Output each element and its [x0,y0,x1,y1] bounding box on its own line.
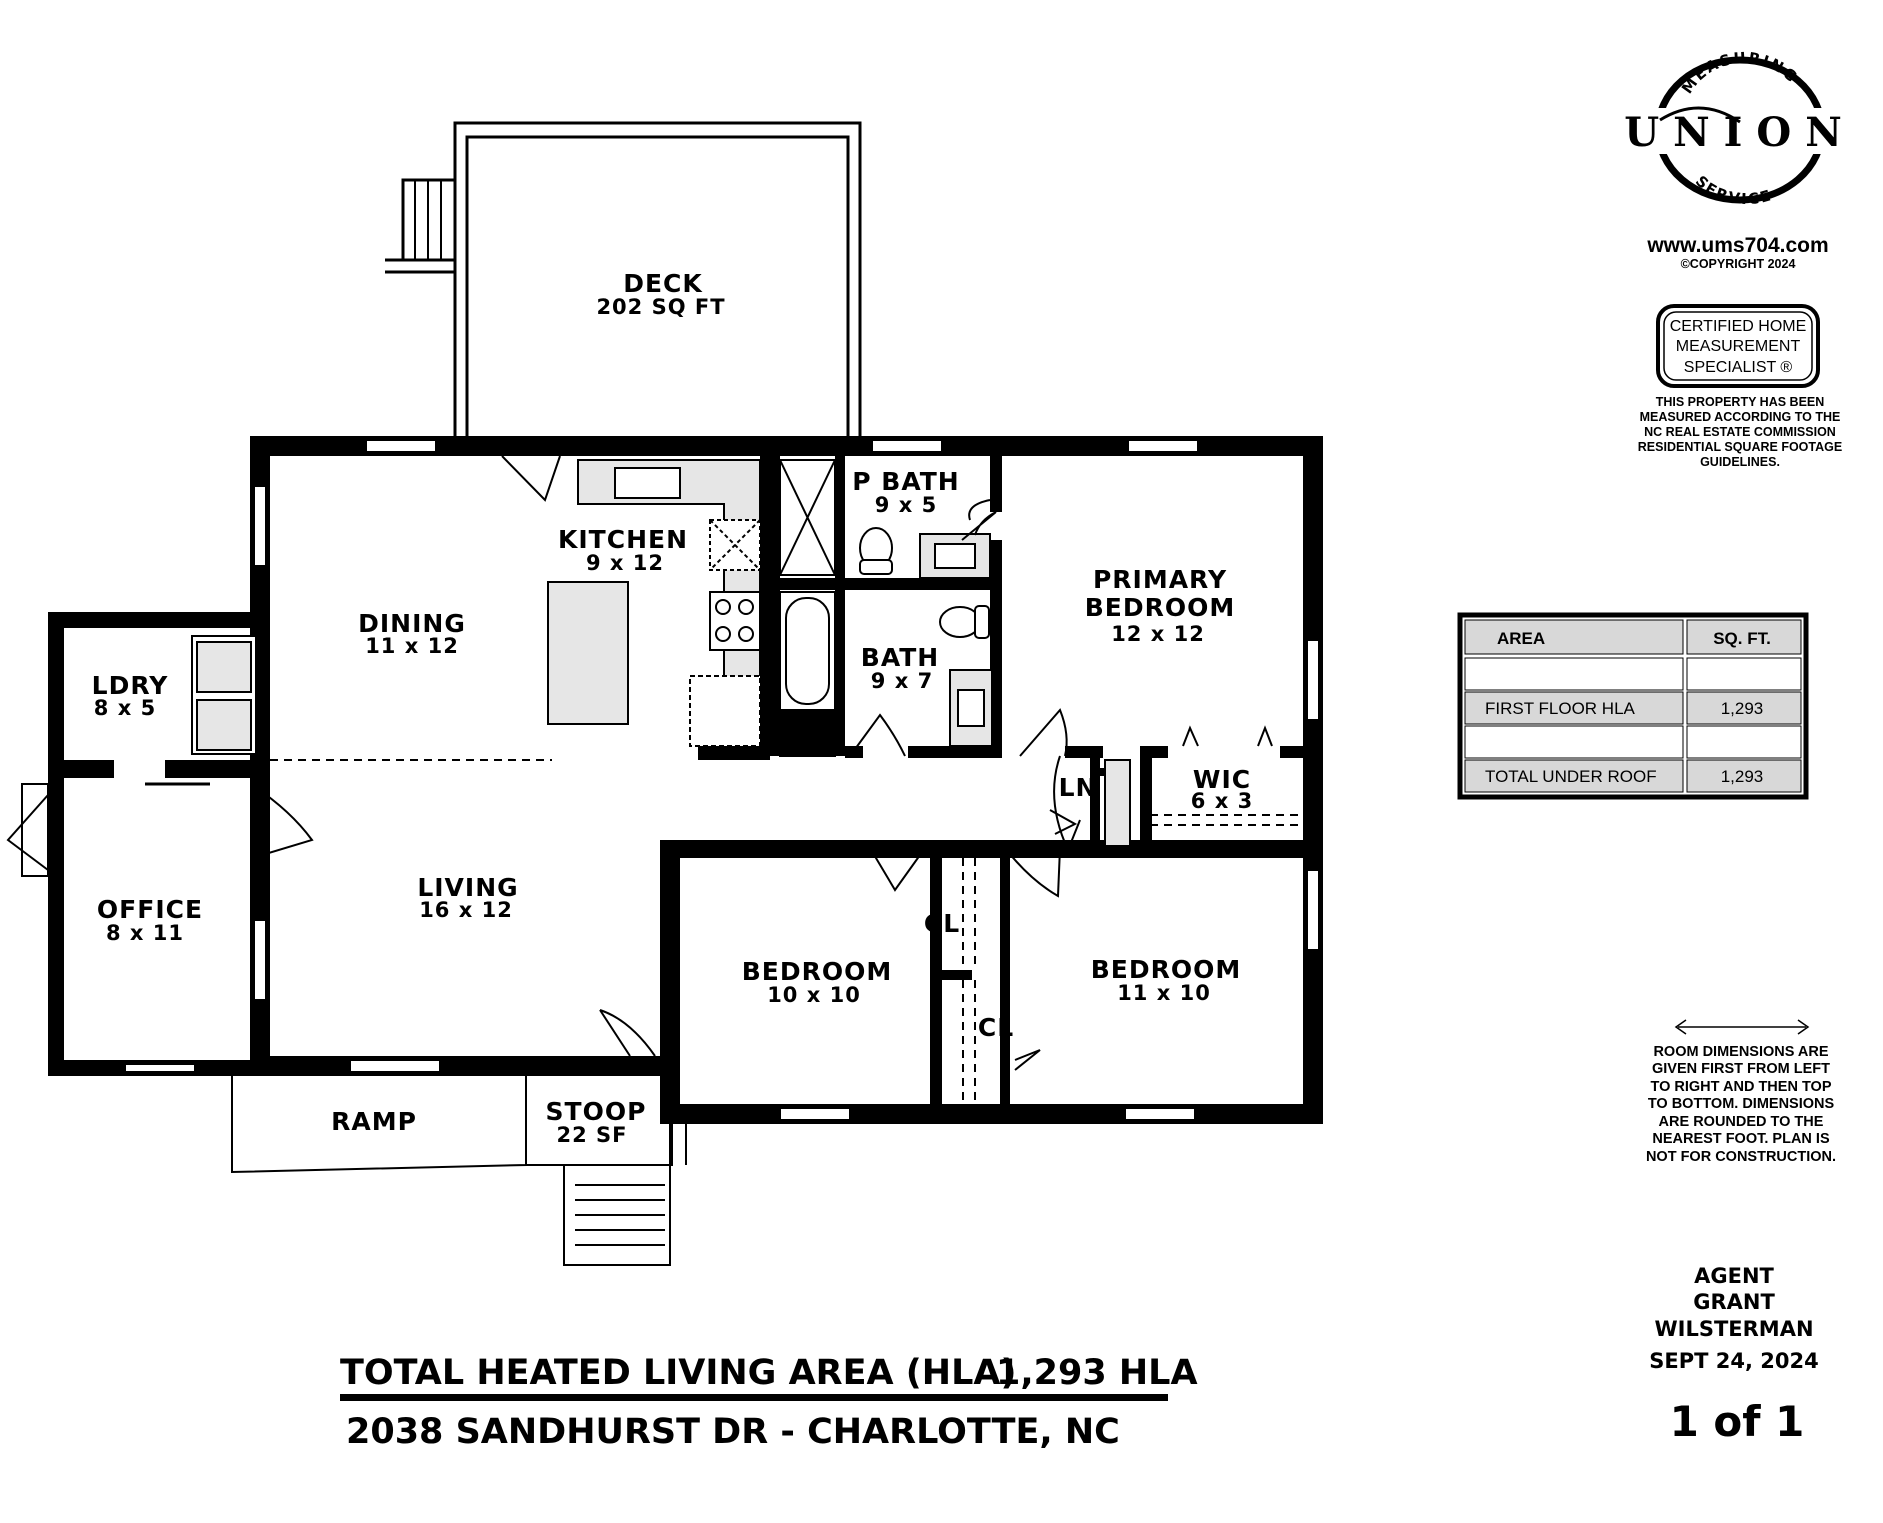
fixtures [191,459,1131,847]
kitchen-dims: 9 x 12 [586,551,664,575]
table-row-label: FIRST FLOOR HLA [1485,699,1636,718]
primary-bedroom-label-2: BEDROOM [1085,593,1236,622]
certification-badge: CERTIFIED HOME MEASUREMENT SPECIALIST ® … [1638,304,1842,469]
p-bath-label: P BATH [852,467,959,496]
table-header-area: AREA [1497,629,1545,648]
living-dims: 16 x 12 [419,898,513,922]
note-line-1: ROOM DIMENSIONS ARE [1653,1044,1828,1060]
table-row-value: 1,293 [1721,767,1764,786]
refrigerator [689,675,761,747]
agent-first-name: GRANT [1693,1290,1775,1314]
room-labels: DECK 202 SQ FT P BATH 9 x 5 KITCHEN 9 x … [92,269,1253,1147]
cert-statement-5: GUIDELINES. [1700,455,1780,469]
laundry-dims: 8 x 5 [94,696,156,720]
cert-statement-3: NC REAL ESTATE COMMISSION [1644,425,1836,439]
hla-label: TOTAL HEATED LIVING AREA (HLA) [340,1353,1016,1393]
cert-statement-1: THIS PROPERTY HAS BEEN [1656,395,1825,409]
bedroom-2-dims: 11 x 10 [1117,981,1211,1005]
stoop-label: STOOP [546,1097,647,1126]
p-bath-dims: 9 x 5 [875,493,937,517]
linen-label: LN [1059,773,1098,802]
wic-label: WIC [1193,765,1251,794]
agent-last-name: WILSTERMAN [1654,1317,1813,1341]
note-line-6: NEAREST FOOT. PLAN IS [1652,1131,1830,1147]
note-line-7: NOT FOR CONSTRUCTION. [1646,1149,1836,1165]
kitchen-island [547,581,629,725]
ramp-stoop [231,1076,687,1266]
table-row-value: 1,293 [1721,699,1764,718]
ramp-label: RAMP [331,1107,417,1136]
living-label: LIVING [417,873,518,902]
table-header-sqft: SQ. FT. [1713,629,1771,648]
cert-line-3: SPECIALIST ® [1684,359,1793,376]
bedroom-1-label: BEDROOM [742,957,893,986]
bedroom-1-dims: 10 x 10 [767,983,861,1007]
area-table: AREA SQ. FT. FIRST FLOOR HLA 1,293 TOTAL… [1457,612,1809,800]
note-line-4: TO BOTTOM. DIMENSIONS [1648,1096,1835,1112]
deck-label: DECK [623,269,703,298]
dining-label: DINING [358,609,466,638]
stoop-dims: 22 SF [556,1123,627,1147]
logo-arc-top: MEASURING [1678,49,1802,97]
address: 2038 SANDHURST DR - CHARLOTTE, NC [346,1412,1120,1452]
agent-label: AGENT [1694,1264,1774,1288]
windows [124,439,1320,1121]
footer-title-block: TOTAL HEATED LIVING AREA (HLA) 1,293 HLA… [340,1353,1198,1452]
cert-line-1: CERTIFIED HOME [1670,318,1807,335]
deck [385,121,862,436]
office-label: OFFICE [97,895,203,924]
table-row-label: TOTAL UNDER ROOF [1485,767,1657,786]
bath-dims: 9 x 7 [871,669,933,693]
logo-word: UNION [1624,109,1856,156]
kitchen-sink [614,467,681,499]
bedroom-2-label: BEDROOM [1091,955,1242,984]
primary-bedroom-dims: 12 x 12 [1111,622,1205,646]
note-line-3: TO RIGHT AND THEN TOP [1651,1079,1832,1095]
note-line-5: ARE ROUNDED TO THE [1659,1114,1824,1130]
range [709,591,761,651]
deck-dims: 202 SQ FT [596,295,725,319]
bath-label: BATH [861,643,939,672]
logo-copyright: ©COPYRIGHT 2024 [1681,257,1796,271]
laundry-label: LDRY [92,671,169,700]
office-dims: 8 x 11 [106,921,184,945]
union-logo: MEASURING SERVICE UNION www.ums704.com ©… [1624,49,1856,271]
hla-value: 1,293 HLA [996,1353,1198,1393]
wic-dims: 6 x 3 [1191,789,1253,813]
agent-block: AGENT GRANT WILSTERMAN SEPT 24, 2024 1 o… [1649,1264,1818,1446]
closet-label-2: CL [978,1013,1014,1042]
cert-statement-2: MEASURED ACCORDING TO THE [1640,410,1841,424]
closet-label-1: CL [924,909,960,938]
dashed-lines [270,759,1303,1100]
note-line-2: GIVEN FIRST FROM LEFT [1652,1061,1830,1077]
logo-arc-bottom: SERVICE [1692,172,1775,208]
cert-statement-4: RESIDENTIAL SQUARE FOOTAGE [1638,440,1842,454]
cert-line-2: MEASUREMENT [1676,338,1801,355]
primary-bedroom-label-1: PRIMARY [1093,565,1227,594]
agent-date: SEPT 24, 2024 [1649,1349,1818,1373]
dining-dims: 11 x 12 [365,634,459,658]
interior-walls [64,456,1310,1104]
dimension-note: ROOM DIMENSIONS ARE GIVEN FIRST FROM LEF… [1646,1019,1836,1165]
logo-url: www.ums704.com [1646,234,1828,257]
kitchen-label: KITCHEN [558,525,688,554]
page-number: 1 of 1 [1670,1397,1805,1446]
door-swings [6,455,1273,1071]
